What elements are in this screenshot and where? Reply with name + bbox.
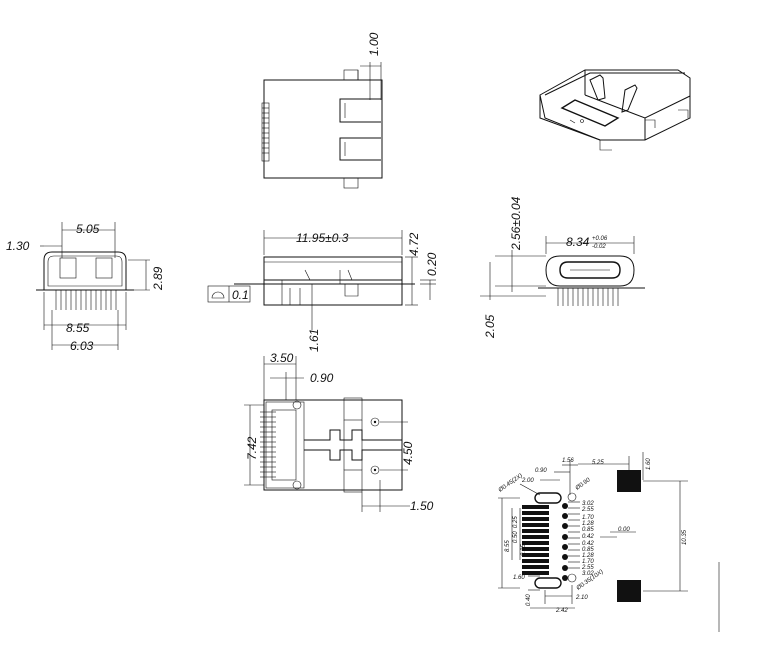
fp-top-1: 0.90: [535, 468, 547, 474]
bottom-d3: 7.42: [245, 436, 259, 460]
fp-right-5: 0.42: [582, 534, 594, 540]
flatness-value: 0.1: [232, 288, 249, 302]
side-view: 11.95±0.3 4.72 0.20 1.61 0.1: [207, 230, 439, 352]
front-right-tol-dn: -0.02: [592, 244, 606, 250]
fp-right-1: 2.55: [581, 507, 594, 513]
front-left-d5: 6.03: [70, 339, 94, 353]
side-length: 11.95±0.3: [296, 231, 349, 245]
side-offset: 0.20: [425, 252, 439, 276]
bottom-view: 3.50 0.90 7.42 4.50 1.50: [244, 351, 434, 513]
fp-right-2: 1.70: [582, 515, 594, 521]
top-view: 1.00: [261, 32, 383, 189]
fp-right-6: 0.42: [582, 541, 594, 547]
bottom-d2: 0.90: [310, 371, 334, 385]
fp-top-0: 1.56: [562, 458, 574, 464]
fp-center: 0.00: [618, 527, 630, 533]
front-left-d4: 8.55: [66, 321, 90, 335]
fp-right-0: 3.02: [582, 501, 594, 507]
fp-bottom-1: 2.42: [555, 608, 568, 614]
front-right-bottom: 2.05: [483, 314, 497, 339]
fp-right-9: 1.70: [582, 559, 594, 565]
side-height: 4.72: [407, 232, 421, 256]
front-right-width: 8.34: [566, 235, 590, 249]
fp-right-7: 0.85: [582, 547, 594, 553]
isometric-view: [539, 69, 691, 151]
fp-right-8: 1.28: [582, 553, 594, 559]
fp-left-5: 0.40: [526, 594, 532, 606]
bottom-d1: 3.50: [270, 351, 294, 365]
pcb-footprint: 1.56 0.90 2.00 5.25 1.60 Ø0.45(2X) Ø0.90…: [497, 452, 720, 632]
fp-left-3: 0.25: [521, 544, 527, 556]
fp-height: 10.35: [682, 529, 688, 545]
fp-left-2: 0.25: [513, 516, 519, 528]
top-dim-1: 1.00: [367, 32, 381, 56]
bottom-d4: 4.50: [401, 441, 415, 465]
fp-top-2: 2.00: [521, 478, 534, 484]
fp-right-11: 3.02: [582, 571, 594, 577]
fp-left-4: 1.60: [513, 575, 525, 581]
front-left-d3: 2.89: [151, 266, 165, 291]
front-right-tol-up: +0.06: [592, 236, 608, 242]
fp-hole-left: Ø0.45(2X): [497, 473, 524, 494]
fp-right-10: 2.55: [581, 565, 594, 571]
side-pin: 1.61: [307, 329, 321, 352]
front-left-d1: 5.05: [76, 222, 100, 236]
fp-right-4: 0.85: [582, 527, 594, 533]
front-left-d2: 1.30: [6, 239, 30, 253]
fp-left-1: 0.50: [513, 531, 519, 543]
bottom-d5: 1.50: [410, 499, 434, 513]
fp-top-3: 5.25: [592, 460, 604, 466]
fp-hole-top-right: Ø0.90: [574, 477, 592, 492]
front-right-height: 2.56±0.04: [509, 196, 523, 251]
front-view-left: 5.05 1.30 2.89 8.55 6.03: [6, 222, 165, 353]
fp-bottom-0: 2.10: [575, 595, 588, 601]
fp-top-4: 1.60: [646, 458, 652, 470]
fp-left-0: 8.55: [505, 540, 511, 552]
front-view-right: 8.34 +0.06 -0.02 2.56±0.04 2.05: [480, 196, 645, 339]
fp-right-3: 1.28: [582, 521, 594, 527]
